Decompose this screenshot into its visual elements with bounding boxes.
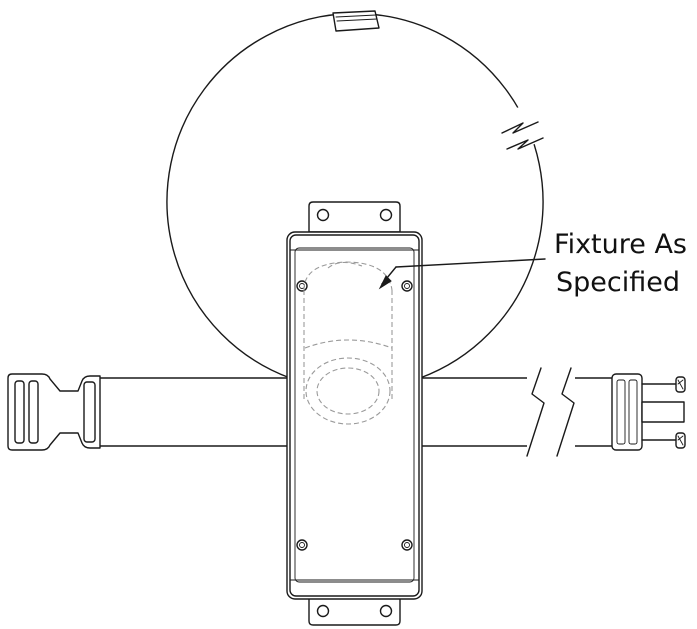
buckle-right xyxy=(611,373,686,451)
strap-right xyxy=(419,377,613,447)
strap-left xyxy=(99,377,291,447)
top-mounting-tab xyxy=(308,201,401,233)
callout-label: Fixture As Specified xyxy=(554,229,687,298)
callout-leader xyxy=(378,258,546,290)
screw-top-right xyxy=(401,280,413,292)
fixture-housing xyxy=(286,231,423,600)
callout-line-1: Fixture As xyxy=(554,229,687,260)
hidden-fixture xyxy=(303,261,393,425)
circle-break-mark xyxy=(494,102,546,154)
screw-bottom-right xyxy=(401,539,413,551)
housing-screws xyxy=(296,280,413,551)
top-clip xyxy=(332,10,380,32)
screw-bottom-left xyxy=(296,539,308,551)
buckle-left xyxy=(7,373,101,451)
callout-line-2: Specified xyxy=(556,267,680,298)
strap-break-mark xyxy=(526,367,575,457)
bottom-mounting-tab xyxy=(308,596,401,626)
